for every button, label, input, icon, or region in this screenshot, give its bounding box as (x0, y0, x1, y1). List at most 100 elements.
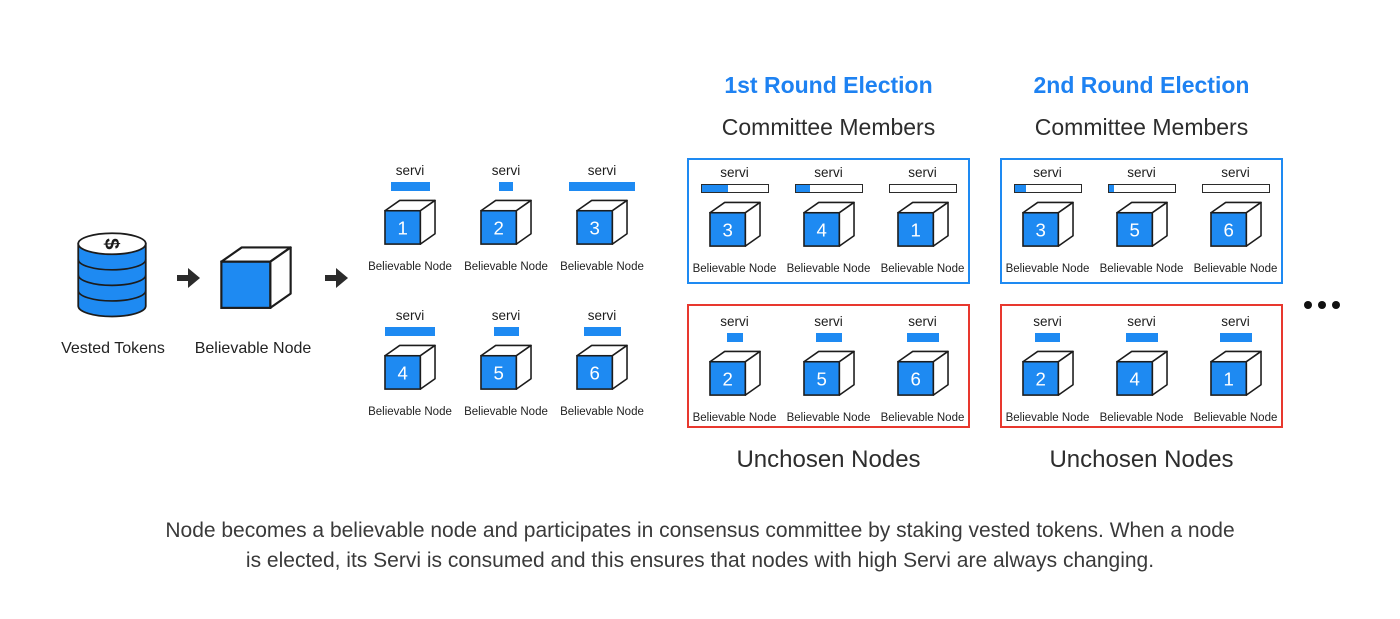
servi-bar (557, 327, 647, 336)
node-cube-icon: 6 (1209, 201, 1262, 247)
servi-label: servi (1221, 314, 1250, 329)
servi-meter-track (1013, 184, 1082, 193)
believable-node-label: Believable Node (1005, 263, 1090, 275)
node-number: 4 (1129, 368, 1139, 389)
servi-label: servi (814, 314, 843, 329)
servi-bar (784, 184, 874, 193)
servi-bar-fill (499, 182, 513, 191)
servi-bar-fill (1219, 333, 1252, 342)
believable-node-label: Believable Node (786, 263, 871, 275)
servi-label: servi (720, 165, 749, 180)
round1-title: 1st Round Election (724, 72, 933, 98)
servi-bar-fill (583, 327, 621, 336)
believable-node-label: Believable Node (1193, 412, 1278, 424)
node-number: 6 (910, 368, 920, 389)
servi-meter-track (888, 184, 957, 193)
servi-bar (878, 184, 968, 193)
servi-meter-fill (1108, 185, 1115, 192)
round2-unchosen-heading: Unchosen Nodes (1049, 446, 1234, 473)
round2-title: 2nd Round Election (1033, 72, 1250, 98)
node-cube-icon: 6 (576, 344, 628, 390)
servi-label: servi (395, 308, 425, 323)
believable-node-label: Believable Node (560, 261, 644, 273)
servi-bar (1097, 333, 1187, 342)
believable-node-label: Believable Node (560, 406, 644, 418)
arrow-right-icon (325, 268, 348, 288)
more-rounds-ellipsis-icon (1304, 301, 1340, 309)
node-number: 3 (1035, 219, 1045, 240)
node-cube-icon: 3 (576, 199, 628, 245)
node-cube-icon: 4 (1115, 350, 1168, 396)
believable-node-label: Believable Node (464, 261, 548, 273)
servi-bar (1191, 333, 1281, 342)
node-cube-icon: 2 (1021, 350, 1074, 396)
believable-node-label: Believable Node (368, 261, 452, 273)
servi-bar-fill (726, 333, 743, 342)
servi-bar (690, 184, 780, 193)
servi-bar (1003, 333, 1093, 342)
servi-label: servi (395, 163, 425, 178)
servi-bar (365, 327, 455, 336)
node-number: 1 (1223, 368, 1233, 389)
node-number: 5 (1129, 219, 1139, 240)
believable-node-label: Believable Node (786, 412, 871, 424)
node-number: 3 (722, 219, 732, 240)
servi-label: servi (587, 308, 617, 323)
node-cube-icon: 1 (384, 199, 436, 245)
caption-line-2: is elected, its Servi is consumed and th… (245, 549, 1155, 572)
servi-label: servi (1033, 165, 1062, 180)
servi-bar-fill (385, 327, 435, 336)
servi-bar (1191, 184, 1281, 193)
round1-unchosen-heading: Unchosen Nodes (736, 446, 921, 473)
servi-bar-fill (1035, 333, 1060, 342)
caption-line-1: Node becomes a believable node and parti… (165, 519, 1235, 542)
vested-tokens-label: Vested Tokens (61, 340, 165, 357)
node-number: 1 (910, 219, 920, 240)
arrow-right-icon (177, 268, 200, 288)
believable-node-label: Believable Node (692, 263, 777, 275)
servi-bar-fill (1125, 333, 1158, 342)
servi-meter-track (794, 184, 863, 193)
node-cube-icon: 6 (896, 350, 949, 396)
servi-bar (461, 182, 551, 191)
believable-node-label: Believable Node (1099, 263, 1184, 275)
believable-node-label: Believable Node (1193, 263, 1278, 275)
node-number: 1 (397, 217, 407, 238)
servi-meter-track (1107, 184, 1176, 193)
servi-meter-fill (1014, 185, 1027, 192)
believable-node-flow-label: Believable Node (194, 340, 312, 357)
node-number: 4 (397, 362, 407, 383)
believable-node-label: Believable Node (464, 406, 548, 418)
believable-node-label: Believable Node (880, 412, 965, 424)
servi-bar (557, 182, 647, 191)
node-cube-icon: 4 (384, 344, 436, 390)
servi-bar-fill (906, 333, 939, 342)
servi-bar-fill (569, 182, 635, 191)
servi-bar-fill (390, 182, 430, 191)
servi-meter-track (1201, 184, 1270, 193)
believable-node-cube-icon (220, 246, 292, 309)
servi-label: servi (491, 308, 521, 323)
node-cube-icon: 3 (1021, 201, 1074, 247)
node-number: 2 (722, 368, 732, 389)
servi-meter-fill (701, 185, 728, 192)
